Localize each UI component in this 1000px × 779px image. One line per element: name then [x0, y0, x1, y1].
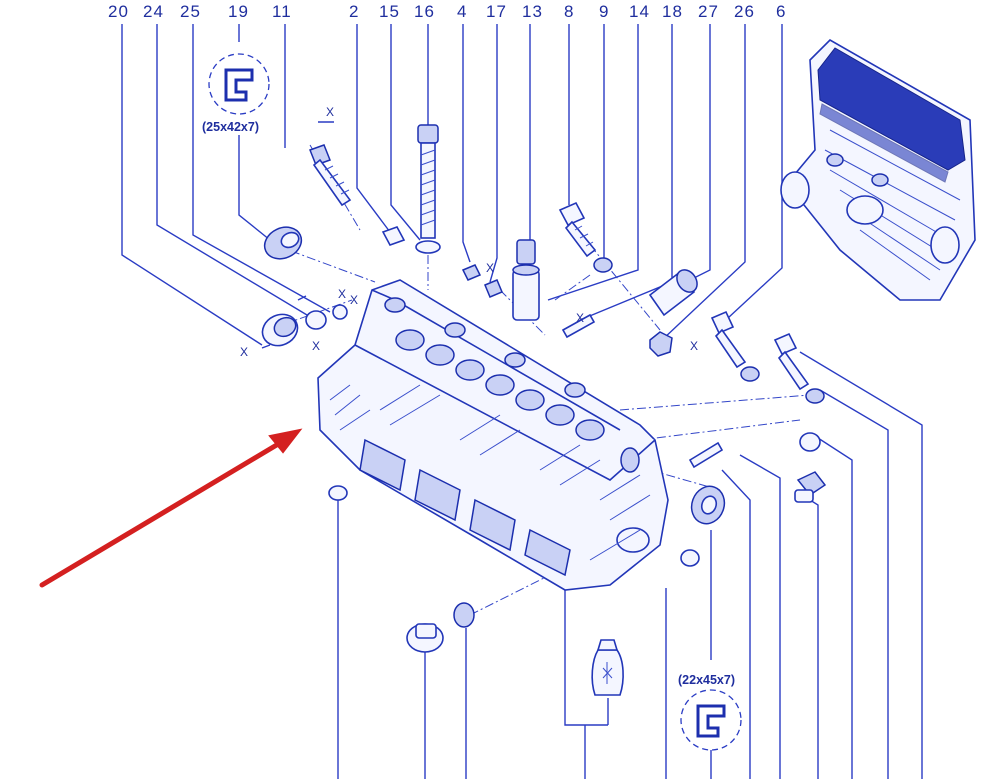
- callout-11: 11: [272, 2, 292, 21]
- plug-20: [261, 313, 299, 347]
- callout-18: 18: [662, 2, 683, 21]
- bolt-16: [415, 124, 441, 254]
- seal-icon-bottom: (22x45x7): [678, 673, 742, 751]
- cap-2: [381, 226, 406, 246]
- callout-27: 27: [698, 2, 719, 21]
- bolt-11: [309, 144, 352, 207]
- callout-24: 24: [143, 2, 164, 21]
- plug-bottom: [406, 602, 475, 653]
- callout-8: 8: [564, 2, 574, 21]
- callout-2: 2: [349, 2, 359, 21]
- bolt-right: [773, 332, 825, 404]
- x-marker: X: [350, 293, 358, 307]
- x-marker: X: [312, 339, 320, 353]
- callout-16: 16: [414, 2, 435, 21]
- seal-icon-top: (25x42x7): [202, 53, 270, 134]
- callout-20: 20: [108, 2, 129, 21]
- part-17: [484, 279, 503, 298]
- x-marker: X: [338, 287, 346, 301]
- ports: [359, 438, 650, 577]
- callout-9: 9: [599, 2, 609, 21]
- ring-25: [332, 304, 348, 320]
- callout-26: 26: [734, 2, 755, 21]
- ring-24: [305, 310, 327, 330]
- x-marker: X: [690, 339, 698, 353]
- x-markers: X X X X X X X X: [240, 105, 698, 359]
- loose-parts: [261, 124, 827, 696]
- washer-9: [593, 257, 613, 273]
- seal-19: [263, 226, 303, 260]
- small-plug: [680, 549, 700, 567]
- camshaft-lobes: [384, 297, 605, 441]
- engine-thumbnail: [780, 39, 976, 301]
- plug-right: [794, 432, 827, 503]
- seal-right: [690, 485, 726, 525]
- bolt-6: [710, 310, 760, 382]
- x-marker: X: [326, 105, 334, 119]
- x-marker: X: [486, 261, 494, 275]
- x-marker: X: [576, 311, 584, 325]
- sleeve-27: [648, 269, 698, 317]
- tappet-13: [512, 239, 540, 321]
- callout-13: 13: [522, 2, 543, 21]
- body-shading: [329, 384, 651, 561]
- pin-18: [561, 313, 596, 339]
- callout-17: 17: [486, 2, 507, 21]
- callout-6: 6: [776, 2, 786, 21]
- leader-lines: [121, 24, 923, 779]
- small-ring-left: [328, 485, 348, 501]
- nut-26: [649, 331, 673, 357]
- callout-25: 25: [180, 2, 201, 21]
- callout-14: 14: [629, 2, 650, 21]
- x-marker: X: [240, 345, 248, 359]
- part-4: [461, 264, 482, 281]
- bolt-8: [558, 201, 597, 258]
- pin-right: [688, 441, 724, 469]
- red-pointer-arrow: [39, 428, 303, 588]
- sealant-bag-icon: [591, 639, 624, 696]
- callout-19: 19: [228, 2, 249, 21]
- cylinder-head: [317, 279, 669, 591]
- seal-dimension-bottom: (22x45x7): [678, 673, 735, 687]
- seal-dimension-top: (25x42x7): [202, 120, 259, 134]
- callout-15: 15: [379, 2, 400, 21]
- callout-4: 4: [457, 2, 467, 21]
- callout-row: 20 24 25 19 11 2 15 16 4 17 13 8 9 14 18…: [108, 2, 786, 21]
